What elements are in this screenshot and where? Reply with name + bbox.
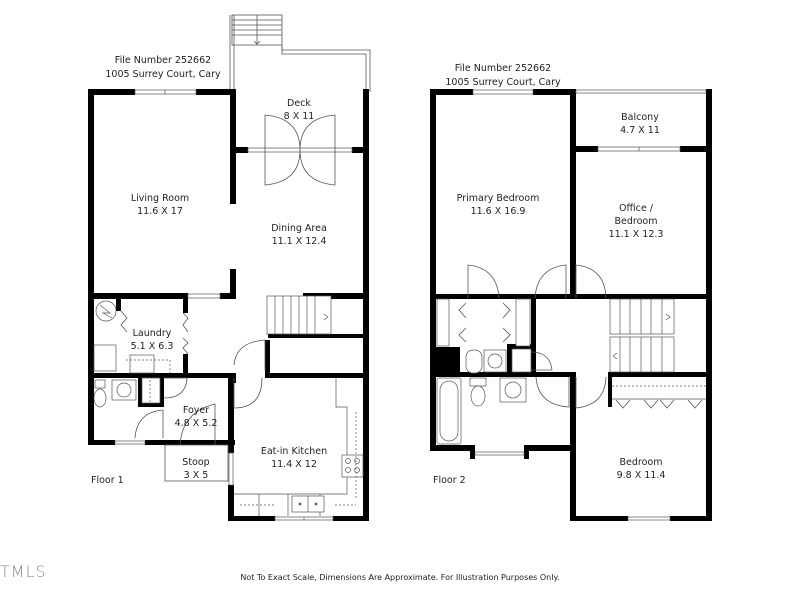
floor-1-label: Floor 1 — [91, 475, 124, 486]
disclaimer: Not To Exact Scale, Dimensions Are Appro… — [240, 573, 560, 582]
floor-2-address: 1005 Surrey Court, Cary — [445, 77, 561, 88]
floor-1-stairs — [266, 295, 332, 335]
floor-1-fixtures — [93, 300, 364, 516]
floor-2-doors — [458, 264, 703, 409]
floor-2-fixtures — [436, 298, 706, 445]
floor-1-walls — [88, 89, 369, 521]
room-label-living-room: Living Room 11.6 X 17 — [130, 193, 190, 217]
deck-railing — [229, 15, 371, 92]
floor-2-file-number: File Number 252662 — [454, 63, 552, 74]
floor-1-plan — [88, 14, 371, 521]
floor-1-doors — [120, 114, 336, 446]
floor-2-windows — [472, 89, 707, 521]
floor-1-header: File Number 252662 1005 Surrey Court, Ca… — [105, 54, 220, 82]
room-label-laundry: Laundry 5.1 X 6.3 — [130, 328, 174, 352]
room-label-bedroom: Bedroom 9.8 X 11.4 — [616, 457, 666, 481]
room-label-stoop: Stoop 3 X 5 — [182, 457, 210, 481]
deck-stairs — [231, 14, 283, 46]
room-label-office-bedroom: Office / Bedroom 11.1 X 12.3 — [608, 203, 664, 240]
floor-2-label: Floor 2 — [433, 475, 466, 486]
room-label-balcony: Balcony 4.7 X 11 — [620, 112, 660, 136]
room-label-primary-bedroom: Primary Bedroom 11.6 X 16.9 — [456, 193, 540, 217]
floor-2-walls — [430, 89, 712, 521]
floor-1-address: 1005 Surrey Court, Cary — [105, 69, 221, 80]
room-label-eat-in-kitchen: Eat-in Kitchen 11.4 X 12 — [260, 446, 328, 470]
stoop-outline — [164, 444, 229, 482]
floor-2-plan — [430, 89, 712, 521]
floor-2-header: File Number 252662 1005 Surrey Court, Ca… — [445, 62, 560, 90]
floor-1-file-number: File Number 252662 — [114, 55, 212, 66]
room-label-deck: Deck 8 X 11 — [283, 98, 315, 122]
floor-2-stairs — [609, 298, 675, 373]
room-label-dining-area: Dining Area 11.1 X 12.4 — [271, 223, 327, 247]
mls-logo: TMLS — [0, 562, 47, 581]
room-label-foyer: Foyer 4.8 X 5.2 — [174, 405, 218, 429]
